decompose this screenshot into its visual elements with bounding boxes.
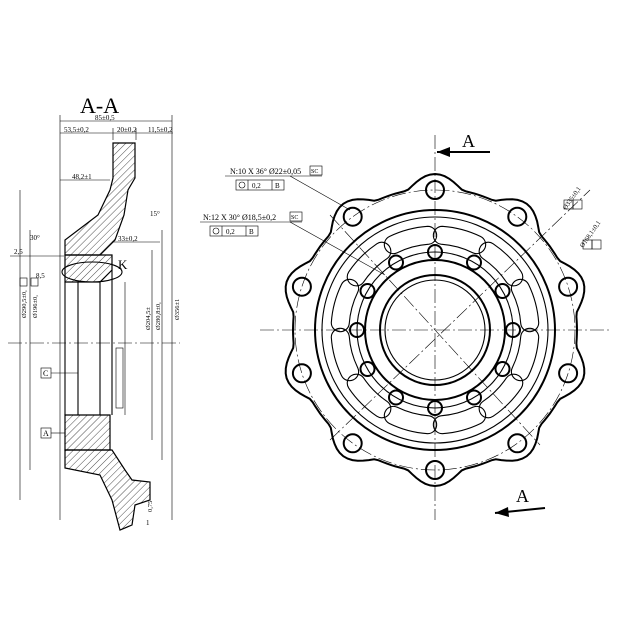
inner-bolt-hole bbox=[494, 283, 511, 299]
inner-bolt-hole bbox=[359, 361, 376, 377]
tol-frame-vertical bbox=[115, 347, 124, 409]
cooling-slot bbox=[330, 278, 360, 333]
ring-section-top bbox=[64, 254, 113, 283]
detail-k-label: K bbox=[118, 257, 128, 272]
dim-48: 48,2±1 bbox=[72, 173, 92, 181]
dim-20: 20±0,2 bbox=[117, 126, 137, 134]
dim-15deg: 15° bbox=[150, 210, 160, 218]
dim-dia204: Ø204,5± bbox=[145, 307, 152, 330]
datum-a: A bbox=[43, 429, 49, 438]
cooling-slot bbox=[510, 278, 540, 333]
dim-85: 8,5 bbox=[36, 272, 45, 280]
outer-scalloped-contour bbox=[284, 172, 586, 488]
dim-075: 0,75 bbox=[147, 501, 154, 512]
diagonal-centerline bbox=[329, 189, 591, 441]
note-tol-2: 0,2 bbox=[226, 228, 235, 236]
tol-box-2 bbox=[30, 277, 39, 287]
cooling-slot bbox=[346, 373, 392, 419]
cooling-slot bbox=[478, 373, 524, 419]
inner-bolt-hole bbox=[388, 389, 404, 406]
note-holes10: N:10 X 36° Ø22±0,05 bbox=[230, 167, 301, 176]
cooling-slot bbox=[432, 405, 487, 435]
cooling-slot bbox=[383, 405, 438, 435]
section-view: A-A 85±0,5 53,5±0,2 20±0,2 11,5±0,2 48,2… bbox=[8, 93, 181, 531]
section-letter-top: A bbox=[462, 131, 475, 151]
section-cut-line bbox=[329, 214, 541, 446]
dim-1: 1 bbox=[146, 519, 150, 527]
tol-box-1 bbox=[19, 277, 28, 287]
note-tol-1: 0,2 bbox=[252, 182, 261, 190]
outer-bolt-hole bbox=[507, 433, 528, 454]
dim-dia196: Ø196±0, bbox=[32, 295, 39, 318]
outer-bolt-hole bbox=[291, 363, 312, 384]
note-dia168: Ø168,1±0,1 bbox=[579, 220, 603, 249]
outer-bolt-hole bbox=[342, 433, 363, 454]
ring-section-bottom bbox=[64, 414, 111, 451]
inner-bolt-hole bbox=[388, 254, 404, 271]
dim-30deg: 30° bbox=[30, 234, 40, 242]
note-b-2: B bbox=[249, 228, 254, 236]
callout-12-holes: N:12 X 30° Ø18,5±0,2 SC 0,2 B bbox=[200, 211, 386, 276]
section-arrow-top: A bbox=[437, 131, 490, 157]
cooling-slot bbox=[510, 327, 540, 382]
dim-25: 2,5 bbox=[14, 248, 23, 256]
section-arrow-bottom: A bbox=[494, 486, 546, 517]
dim-dia356: Ø356±1 bbox=[174, 299, 181, 320]
outer-bolt-hole bbox=[507, 206, 528, 227]
outer-bolt-hole bbox=[558, 363, 579, 384]
outer-bolt-hole bbox=[342, 206, 363, 227]
cooling-slot bbox=[330, 327, 360, 382]
inner-bolt-hole bbox=[494, 361, 511, 377]
note-holes12: N:12 X 30° Ø18,5±0,2 bbox=[203, 213, 276, 222]
outer-bolt-hole bbox=[291, 276, 312, 297]
callout-10-holes: N:10 X 36° Ø22±0,05 SC 0,2 B bbox=[225, 165, 351, 211]
cooling-slot bbox=[346, 241, 392, 287]
note-b-1: B bbox=[275, 182, 280, 190]
dim-11: 11,5±0,2 bbox=[148, 126, 173, 134]
dim-33: 33±0,2 bbox=[118, 235, 138, 243]
cooling-slot bbox=[432, 225, 487, 255]
flange-section-bottom bbox=[64, 449, 151, 531]
dim-dia290: Ø290,5±0, bbox=[21, 290, 28, 318]
note-sc-2: SC bbox=[291, 215, 298, 221]
callout-dia168: Ø168,1±0,1 bbox=[579, 220, 603, 250]
cooling-slot bbox=[478, 241, 524, 287]
note-sc-1: SC bbox=[311, 169, 318, 175]
cooling-slot bbox=[383, 225, 438, 255]
section-letter-bottom: A bbox=[516, 486, 529, 506]
dim-53: 53,5±0,2 bbox=[64, 126, 89, 134]
front-view bbox=[260, 135, 610, 520]
inner-bolt-hole bbox=[359, 283, 376, 299]
dim-overall: 85±0,5 bbox=[95, 114, 115, 122]
outer-bolt-hole bbox=[558, 276, 579, 297]
detail-k-circle bbox=[61, 261, 123, 283]
datum-c: C bbox=[43, 369, 48, 378]
section-title: A-A bbox=[80, 93, 119, 118]
dim-dia280: Ø280,8±0, bbox=[155, 302, 162, 330]
inner-bolt-hole bbox=[466, 389, 482, 406]
inner-bolt-hole bbox=[466, 254, 482, 271]
